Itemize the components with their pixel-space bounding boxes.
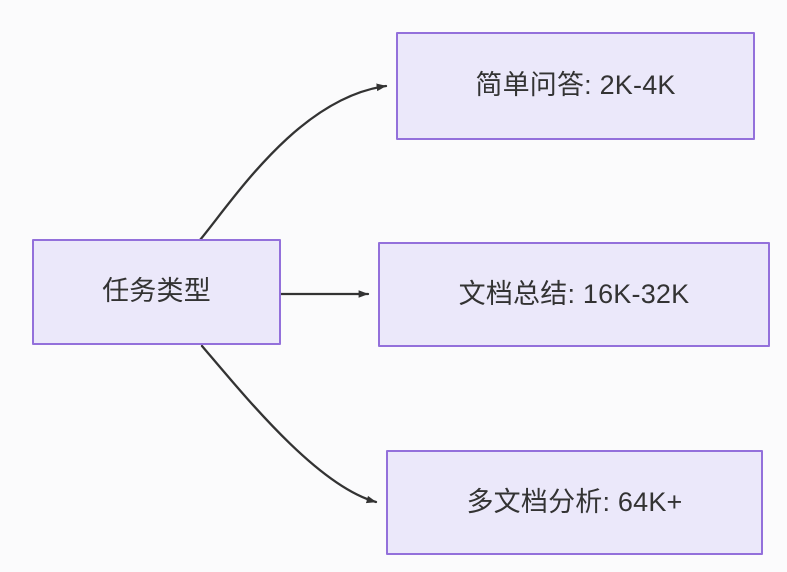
node-document-summary[interactable]: 文档总结: 16K-32K	[378, 242, 770, 347]
node-task-type-label: 任务类型	[102, 276, 211, 307]
node-document-summary-label: 文档总结: 16K-32K	[458, 278, 690, 309]
node-multi-document-analysis[interactable]: 多文档分析: 64K+	[386, 450, 763, 555]
edge-root-simple-qa	[198, 83, 388, 242]
node-task-type[interactable]: 任务类型	[32, 239, 281, 345]
node-simple-qa-label: 简单问答: 2K-4K	[475, 70, 676, 101]
node-multi-document-analysis-label: 多文档分析: 64K+	[466, 486, 683, 517]
node-simple-qa[interactable]: 简单问答: 2K-4K	[396, 32, 755, 140]
edge-root-multi-doc	[200, 344, 378, 504]
